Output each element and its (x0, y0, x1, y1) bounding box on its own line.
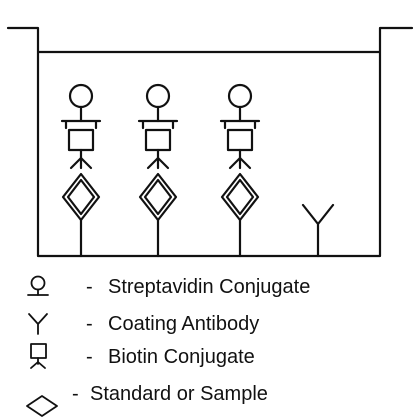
well-outline (6, 26, 414, 258)
standard-or-sample-icon (220, 172, 260, 222)
biotin-conjugate-icon (226, 128, 254, 170)
legend-label-coating-antibody: Coating Antibody (108, 313, 260, 335)
legend-biotin-conjugate-icon (30, 343, 47, 369)
streptavidin-conjugate-icon (60, 83, 102, 130)
legend-standard-or-sample-icon (26, 395, 58, 417)
legend-dash: - (86, 276, 93, 298)
streptavidin-conjugate-icon (219, 83, 261, 130)
legend-streptavidin-conjugate-icon (27, 275, 49, 296)
legend-coating-antibody-icon (28, 313, 48, 335)
streptavidin-conjugate-icon (137, 83, 179, 130)
legend-dash: - (72, 383, 79, 405)
coating-antibody-icon (301, 203, 335, 258)
legend-label-biotin-conjugate: Biotin Conjugate (108, 346, 255, 368)
biotin-conjugate-icon (67, 128, 95, 170)
legend-dash: - (86, 346, 93, 368)
legend-dash: - (86, 313, 93, 335)
biotin-conjugate-icon (144, 128, 172, 170)
legend-label-streptavidin-conjugate: Streptavidin Conjugate (108, 276, 311, 298)
standard-or-sample-icon (138, 172, 178, 222)
standard-or-sample-icon (61, 172, 101, 222)
legend-label-standard-or-sample: Standard or Sample (90, 383, 268, 405)
bound-complex (137, 83, 179, 258)
bound-complex (60, 83, 102, 258)
bound-complex (219, 83, 261, 258)
